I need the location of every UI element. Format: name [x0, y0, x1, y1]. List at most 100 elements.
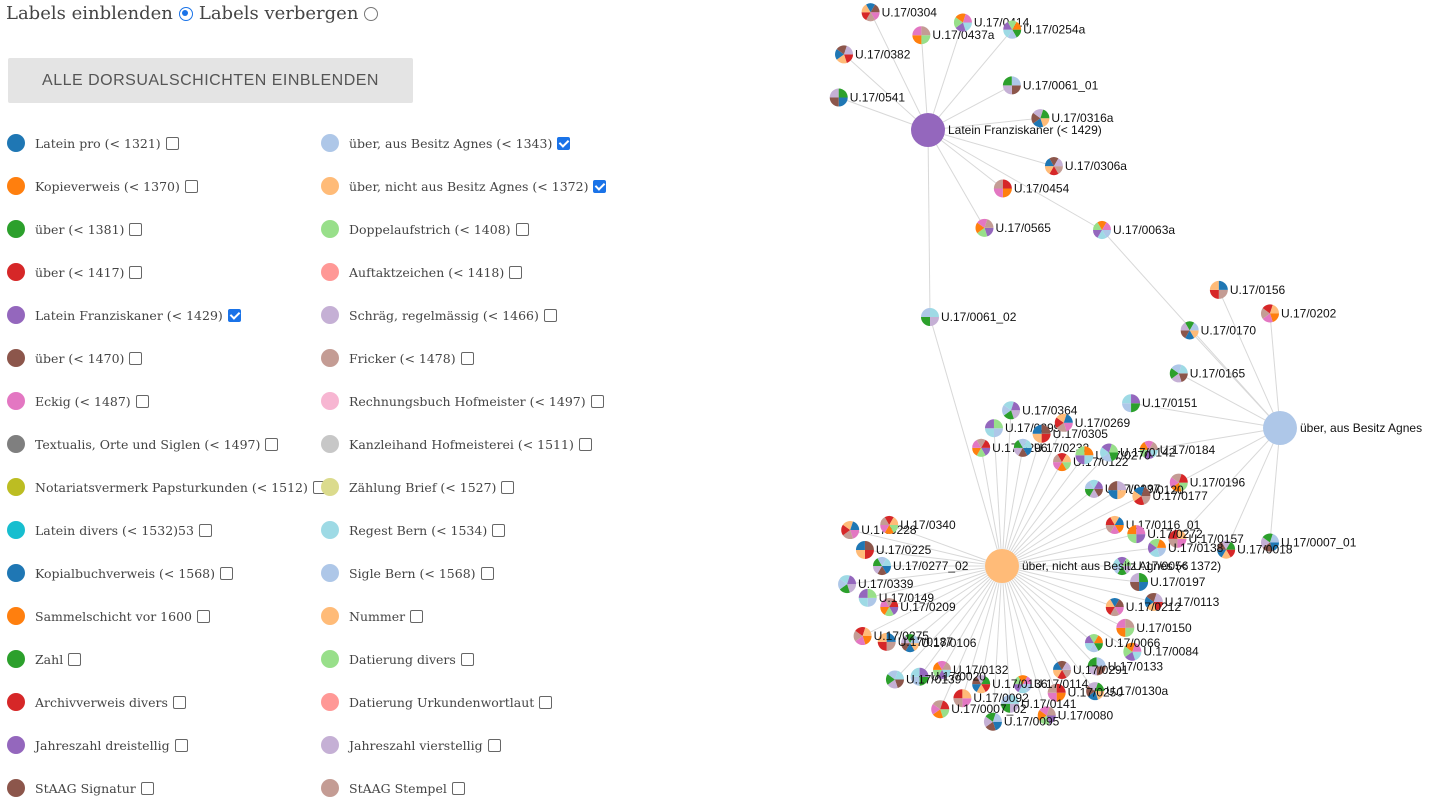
labels-hide-radio[interactable] [364, 6, 379, 21]
pie-slice [1177, 529, 1187, 539]
legend-checkbox[interactable] [578, 437, 592, 451]
pie-slice [829, 97, 839, 107]
legend-checkbox[interactable] [509, 265, 523, 279]
pie-slice [1022, 447, 1032, 456]
legend-label: über (< 1417) [35, 264, 125, 280]
legend-checkbox[interactable] [129, 222, 143, 236]
pie-slice [955, 22, 966, 32]
node-label: U.17/0114 [1034, 677, 1089, 691]
network-graph[interactable]: U.17/0541U.17/0382U.17/0304U.17/0437aU.1… [770, 0, 1432, 793]
document-node-pie [1260, 533, 1279, 552]
legend-checkbox[interactable] [460, 652, 474, 666]
legend-checkbox[interactable] [557, 136, 571, 150]
pie-slice [953, 698, 963, 708]
legend-color-dot [321, 349, 339, 367]
legend-checkbox[interactable] [501, 480, 515, 494]
legend-checkbox[interactable] [165, 136, 179, 150]
node-label: U.17/0007_02 [951, 702, 1027, 716]
legend-checkbox[interactable] [174, 738, 188, 752]
pie-slice [1177, 538, 1187, 548]
pie-slice [1003, 401, 1014, 411]
legend-label: Jahreszahl dreistellig [35, 737, 170, 753]
pie-slice [984, 419, 994, 429]
legend-item: Sammelschicht vor 1600 [7, 605, 210, 627]
legend-checkbox[interactable] [198, 523, 212, 537]
legend-checkbox[interactable] [129, 351, 143, 365]
pie-slice [1093, 230, 1102, 238]
pie-slice [1146, 592, 1157, 602]
pie-slice [873, 566, 882, 574]
pie-slice [1139, 442, 1149, 450]
legend-checkbox[interactable] [590, 394, 604, 408]
legend-checkbox[interactable] [227, 308, 241, 322]
graph-edge [889, 524, 1003, 567]
node-label: U.17/0095 [1004, 715, 1060, 729]
pie-slice [1093, 222, 1102, 230]
node-label: U.17/0130a [1106, 684, 1168, 698]
legend-item: über (< 1381) [7, 218, 143, 240]
pie-slice [1057, 660, 1067, 670]
legend-checkbox[interactable] [460, 351, 474, 365]
legend-checkbox[interactable] [196, 609, 210, 623]
document-node-pie [1139, 440, 1158, 459]
legend-color-dot [7, 779, 25, 797]
pie-slice [1262, 533, 1273, 543]
legend-checkbox[interactable] [487, 738, 501, 752]
pie-slice [1003, 29, 1013, 38]
legend-checkbox[interactable] [265, 437, 279, 451]
show-all-layers-button[interactable]: ALLE DORSUALSCHICHTEN EINBLENDEN [8, 58, 413, 103]
pie-slice [1013, 676, 1023, 685]
pie-slice [889, 524, 899, 533]
pie-slice [1139, 449, 1149, 458]
document-node-pie [1002, 401, 1021, 420]
legend-checkbox[interactable] [129, 265, 143, 279]
pie-slice [1105, 607, 1115, 615]
legend-item: Nummer [321, 605, 424, 627]
legend-checkbox[interactable] [480, 566, 494, 580]
labels-show-radio[interactable] [178, 6, 193, 21]
legend-checkbox[interactable] [172, 695, 186, 709]
pie-slice [1110, 607, 1120, 617]
pie-slice [1075, 446, 1085, 456]
legend-item: über (< 1417) [7, 261, 143, 283]
legend-checkbox[interactable] [492, 523, 506, 537]
pie-slice [841, 524, 851, 536]
node-label: Latein Franziskaner (< 1429) [948, 123, 1102, 137]
legend-label: über (< 1381) [35, 221, 125, 237]
pie-slice [1189, 330, 1199, 339]
pie-slice [1095, 691, 1105, 700]
legend-checkbox[interactable] [539, 695, 553, 709]
legend-color-dot [7, 435, 25, 453]
pie-slice [882, 558, 891, 566]
pie-slice [1114, 599, 1124, 608]
pie-slice [850, 521, 860, 531]
legend-color-dot [7, 349, 25, 367]
legend-checkbox[interactable] [593, 179, 607, 193]
legend-label: Sammelschicht vor 1600 [35, 608, 192, 624]
graph-edge [1001, 565, 1098, 667]
legend-color-dot [321, 478, 339, 496]
node-label: U.17/0020 [931, 670, 987, 684]
legend-label: StAAG Signatur [35, 780, 136, 796]
pie-slice [985, 712, 996, 722]
node-label: U.17/0165 [1190, 366, 1246, 380]
pie-slice [1122, 403, 1132, 413]
graph-edge [980, 565, 1003, 685]
pie-slice [884, 607, 894, 617]
legend-checkbox[interactable] [543, 308, 557, 322]
legend-checkbox[interactable] [135, 394, 149, 408]
pie-slice [1178, 364, 1188, 374]
document-node-pie [953, 689, 972, 708]
legend-checkbox[interactable] [410, 609, 424, 623]
legend-checkbox[interactable] [68, 652, 82, 666]
legend-item: Latein pro (< 1321) [7, 132, 179, 154]
pie-slice [1022, 440, 1032, 448]
pie-slice [1189, 322, 1199, 331]
pie-slice [858, 597, 868, 607]
legend-checkbox[interactable] [220, 566, 234, 580]
pie-slice [1041, 433, 1051, 443]
node-label: U.17/0061_02 [941, 310, 1017, 324]
legend-checkbox[interactable] [515, 222, 529, 236]
pie-slice [1087, 657, 1097, 667]
legend-checkbox[interactable] [184, 179, 198, 193]
